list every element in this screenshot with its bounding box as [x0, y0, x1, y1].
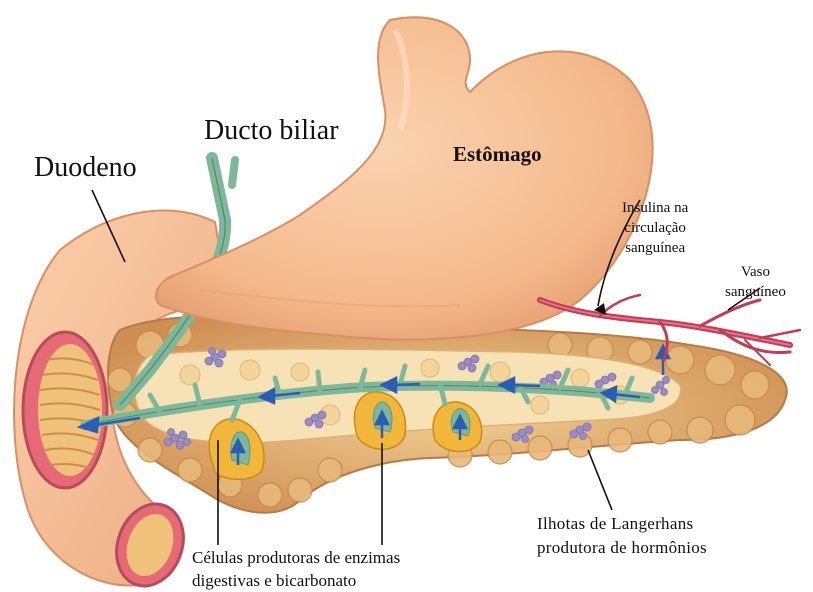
- label-celulas-line2: digestivas e bicarbonato: [192, 569, 400, 592]
- label-ilhotas: Ilhotas de Langerhans produtora de hormô…: [537, 512, 707, 560]
- label-insulina-line1: Insulina na: [622, 198, 688, 218]
- label-insulina: Insulina na circulação sanguínea: [622, 198, 688, 258]
- label-estomago: Estômago: [453, 142, 542, 167]
- label-celulas: Células produtoras de enzimas digestivas…: [192, 546, 400, 592]
- label-ilhotas-line1: Ilhotas de Langerhans: [537, 512, 707, 536]
- label-insulina-line2: circulação: [622, 218, 688, 238]
- label-celulas-line1: Células produtoras de enzimas: [192, 546, 400, 569]
- label-ilhotas-line2: produtora de hormônios: [537, 536, 707, 560]
- label-ducto-biliar: Ducto biliar: [204, 115, 339, 147]
- label-vaso-line1: Vaso: [725, 262, 786, 282]
- label-vaso-line2: sanguíneo: [725, 282, 786, 302]
- label-duodeno: Duodeno: [34, 152, 137, 184]
- label-insulina-line3: sanguínea: [622, 238, 688, 258]
- label-vaso: Vaso sanguíneo: [725, 262, 786, 302]
